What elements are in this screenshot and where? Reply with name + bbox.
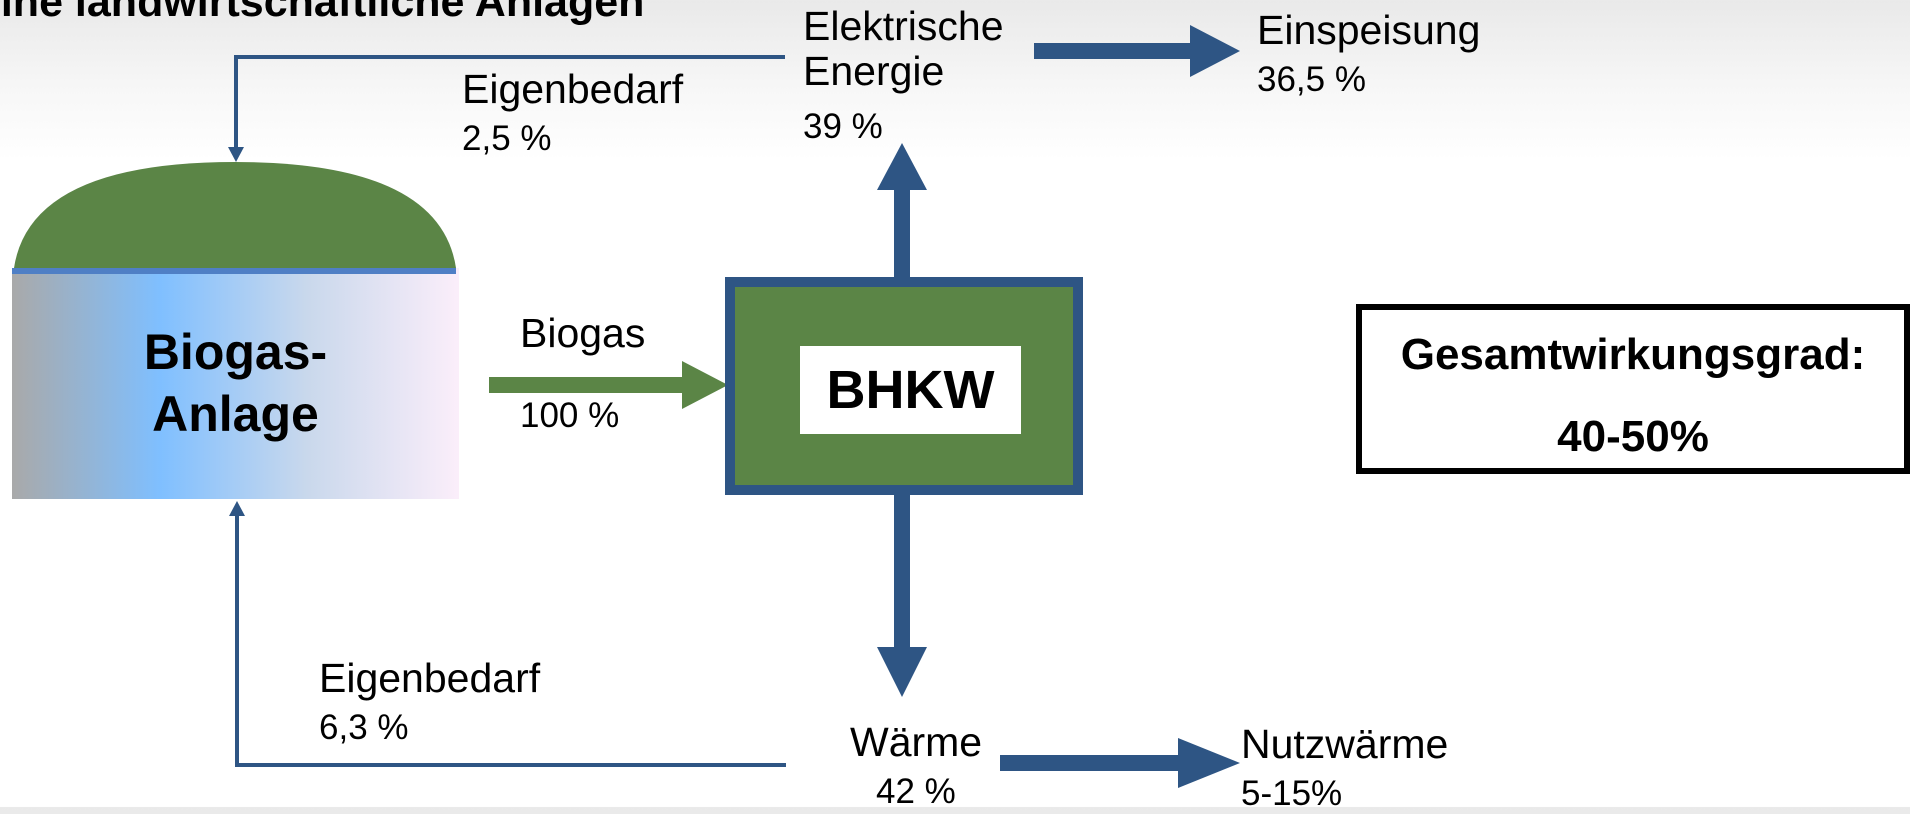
electric-arrow-shaft: [894, 188, 910, 278]
heat-arrow-head: [877, 647, 927, 697]
eigenbedarf-heat-value: 6,3 %: [319, 708, 409, 747]
biogas-anlage-tank: Biogas- Anlage: [12, 268, 459, 499]
eigenbedarf-heat-line: [235, 515, 786, 767]
waerme-label: Wärme: [850, 719, 983, 765]
electric-energy-value: 39 %: [803, 107, 883, 146]
digester-dome: [14, 162, 456, 268]
eigenbedarf-electric-value: 2,5 %: [462, 119, 552, 158]
einspeisung-label: Einspeisung: [1257, 7, 1481, 53]
efficiency-summary-value: 40-50%: [1557, 412, 1709, 461]
tank-top-stripe: [12, 268, 456, 274]
usable-heat-arrow-head: [1178, 738, 1240, 788]
electric-arrow-head: [877, 143, 927, 190]
eigenbedarf-heat-head: [229, 501, 245, 516]
nutzwaerme-label: Nutzwärme: [1241, 721, 1449, 767]
biogas-arrow-shaft: [489, 377, 684, 393]
page-title: leine landwirtschaftliche Anlagen: [0, 0, 645, 26]
biogas-flow-value: 100 %: [520, 396, 620, 435]
nutzwaerme-value: 5-15%: [1241, 774, 1343, 813]
efficiency-summary-box: Gesamtwirkungsgrad: 40-50%: [1356, 304, 1910, 474]
biogas-arrow-head: [682, 361, 728, 409]
bhkw-label: BHKW: [800, 346, 1021, 434]
efficiency-summary-label: Gesamtwirkungsgrad:: [1400, 330, 1866, 379]
heat-arrow-shaft: [894, 494, 910, 648]
eigenbedarf-electric-line: [234, 55, 785, 148]
electric-energy-label: Elektrische Energie: [803, 3, 1004, 95]
waerme-value: 42 %: [876, 772, 956, 811]
feedin-arrow-shaft: [1034, 43, 1194, 59]
feedin-arrow-head: [1190, 25, 1240, 77]
eigenbedarf-electric-label: Eigenbedarf: [462, 66, 684, 112]
biogas-flow-label: Biogas: [520, 310, 646, 356]
usable-heat-arrow-shaft: [1000, 755, 1180, 771]
einspeisung-value: 36,5 %: [1257, 60, 1366, 99]
eigenbedarf-heat-label: Eigenbedarf: [319, 655, 541, 701]
eigenbedarf-electric-head: [228, 147, 244, 162]
biogas-anlage-label: Biogas- Anlage: [143, 324, 328, 442]
